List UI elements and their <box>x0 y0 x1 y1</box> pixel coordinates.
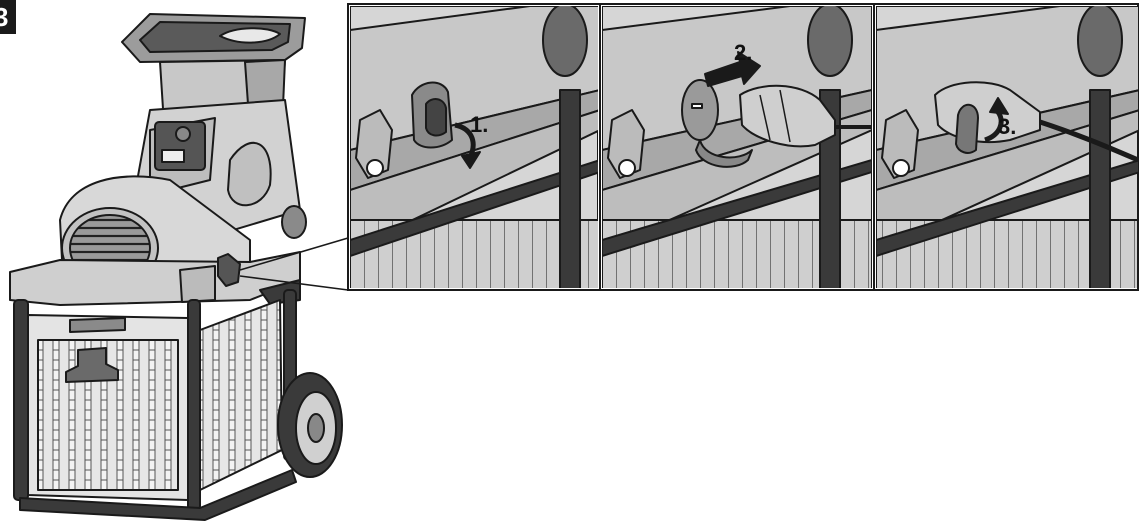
step-2-label: 2. <box>734 40 752 65</box>
panel-step-2: 2. <box>602 4 872 290</box>
step-1-label: 1. <box>470 112 488 137</box>
side-knob <box>282 206 306 238</box>
cover-latch-detail <box>956 105 978 153</box>
step-3-label: 3. <box>998 114 1016 139</box>
status-indicator <box>162 150 184 162</box>
detail-panels: 1. <box>348 4 1140 290</box>
wheel <box>278 373 342 477</box>
socket-detail <box>682 80 718 140</box>
collection-box <box>28 300 282 500</box>
power-switch-icon <box>176 127 190 141</box>
panel-step-1: 1. <box>350 4 600 290</box>
shredder-machine <box>10 14 342 520</box>
side-knob-detail <box>543 4 587 76</box>
panel-step-3: 3. <box>876 4 1140 290</box>
